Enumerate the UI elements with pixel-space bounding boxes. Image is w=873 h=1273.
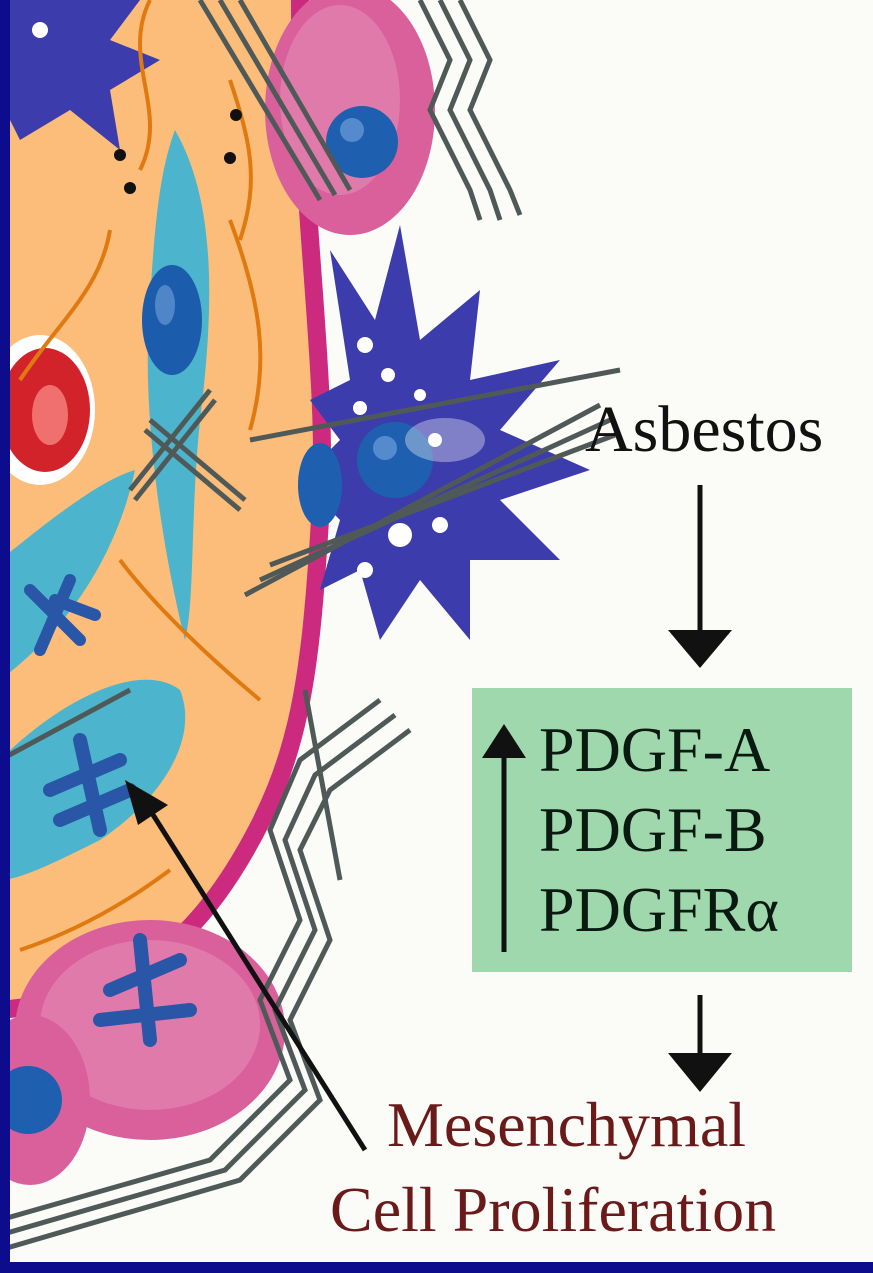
asbestos-label: Asbestos (585, 397, 823, 463)
pdgf-a-label: PDGF-A (539, 718, 770, 782)
nucleus-fibroblast (142, 265, 202, 375)
pdgfr-alpha-label: PDGFRα (539, 878, 779, 942)
left-frame (0, 0, 10, 1273)
bottom-frame (0, 1262, 873, 1273)
pdgf-box: PDGF-A PDGF-B PDGFRα (472, 688, 852, 972)
nucleus-membrane (298, 443, 342, 527)
down-arrow-icon (668, 485, 732, 668)
down-arrow-icon (668, 995, 732, 1092)
result-label-line-2: Cell Proliferation (330, 1178, 776, 1242)
result-label-line-1: Mesenchymal (387, 1093, 746, 1157)
pdgf-b-label: PDGF-B (539, 798, 767, 862)
up-arrow-icon (472, 688, 532, 972)
